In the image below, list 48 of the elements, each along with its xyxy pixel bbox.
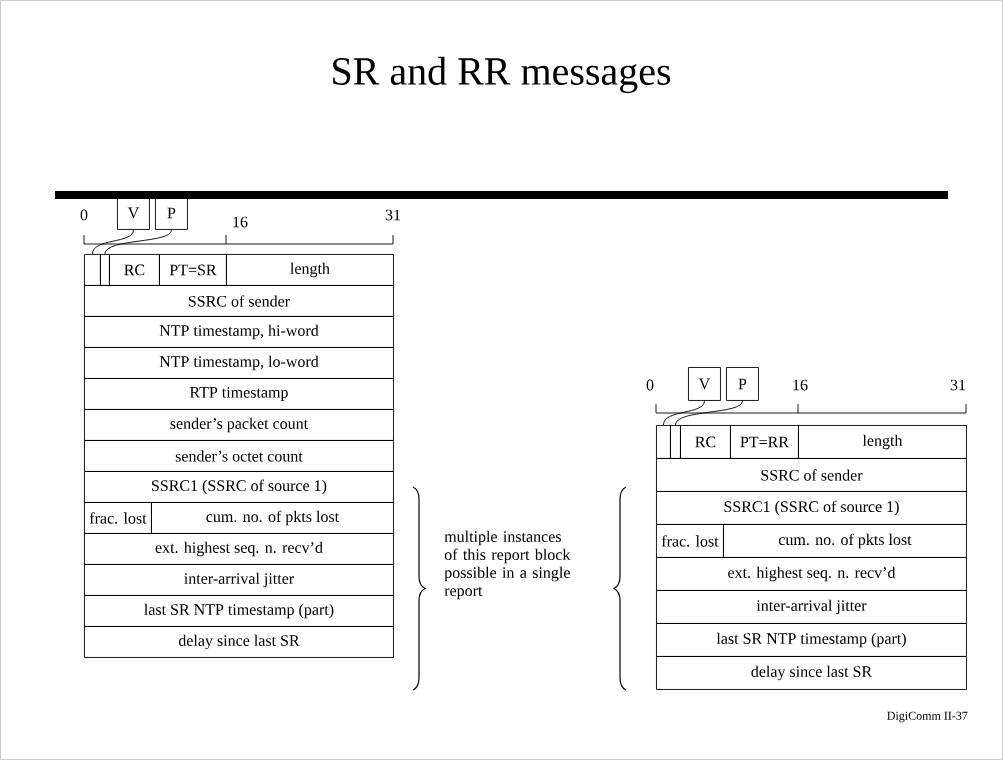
- field-cell: RC: [680, 425, 731, 459]
- field-cell: cum. no. of pkts lost: [151, 502, 394, 534]
- connector-line: [104, 229, 172, 255]
- bit-number: 16: [233, 216, 248, 228]
- bit-label-box: P: [726, 367, 759, 401]
- field-cell: PT=SR: [159, 254, 227, 286]
- bit-number: 0: [80, 209, 88, 221]
- bit-label-box: P: [155, 196, 188, 230]
- connector-line: [675, 400, 743, 426]
- field-cell: length: [798, 425, 967, 459]
- field-cell: SSRC of sender: [656, 458, 967, 492]
- field-cell: cum. no. of pkts lost: [723, 524, 967, 558]
- field-cell: PT=RR: [730, 425, 799, 459]
- bit-number: 16: [793, 379, 808, 391]
- field-cell: ext. highest seq. n. recv’d: [656, 557, 967, 591]
- page-number: DigiComm II-37: [887, 711, 968, 723]
- field-cell: RC: [109, 254, 160, 286]
- connector-line: [663, 400, 705, 426]
- field-cell: sender’s octet count: [84, 440, 394, 472]
- field-cell: RTP timestamp: [84, 378, 394, 410]
- bit-cell: [670, 425, 681, 459]
- field-cell: last SR NTP timestamp (part): [84, 595, 394, 627]
- field-cell: inter-arrival jitter: [656, 590, 967, 624]
- bit-label-box: V: [117, 196, 150, 230]
- field-cell: delay since last SR: [656, 656, 967, 690]
- field-cell: frac. lost: [84, 502, 152, 534]
- bit-cell: [656, 425, 671, 459]
- field-cell: inter-arrival jitter: [84, 564, 394, 596]
- brace-note: multiple instances of this report block possible in a single report: [444, 530, 571, 600]
- field-cell: frac. lost: [656, 524, 724, 558]
- field-cell: SSRC of sender: [84, 285, 394, 317]
- bit-number: 31: [385, 209, 401, 221]
- field-cell: SSRC1 (SSRC of source 1): [656, 491, 967, 525]
- field-cell: last SR NTP timestamp (part): [656, 623, 967, 657]
- bit-number: 31: [950, 379, 966, 391]
- field-cell: ext. highest seq. n. recv’d: [84, 533, 394, 565]
- field-cell: length: [226, 254, 394, 286]
- bit-number: 0: [646, 379, 654, 391]
- field-cell: SSRC1 (SSRC of source 1): [84, 471, 394, 503]
- bit-label-box: V: [688, 367, 721, 401]
- field-cell: sender’s packet count: [84, 409, 394, 441]
- bit-cell: [84, 254, 101, 286]
- connector-line: [92, 229, 134, 255]
- title: SR and RR messages: [333, 56, 671, 94]
- bit-cell: [100, 254, 110, 286]
- field-cell: delay since last SR: [84, 626, 394, 658]
- field-cell: NTP timestamp, lo-word: [84, 347, 394, 379]
- field-cell: NTP timestamp, hi-word: [84, 316, 394, 348]
